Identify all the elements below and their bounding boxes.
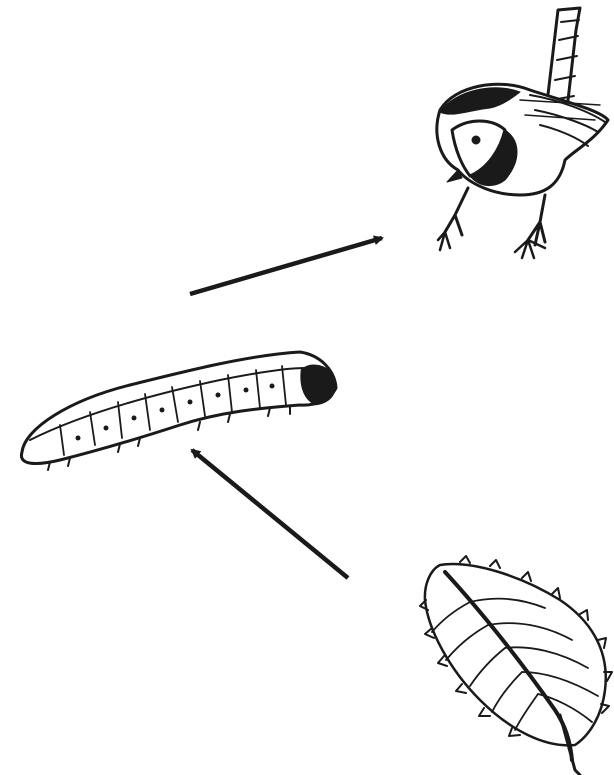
arrow-caterpillar-to-bird xyxy=(190,238,382,294)
arrow-leaf-to-caterpillar xyxy=(192,450,348,578)
blue-tit-icon xyxy=(437,8,608,258)
caterpillar-icon xyxy=(21,352,336,470)
leaf-icon xyxy=(420,556,612,775)
